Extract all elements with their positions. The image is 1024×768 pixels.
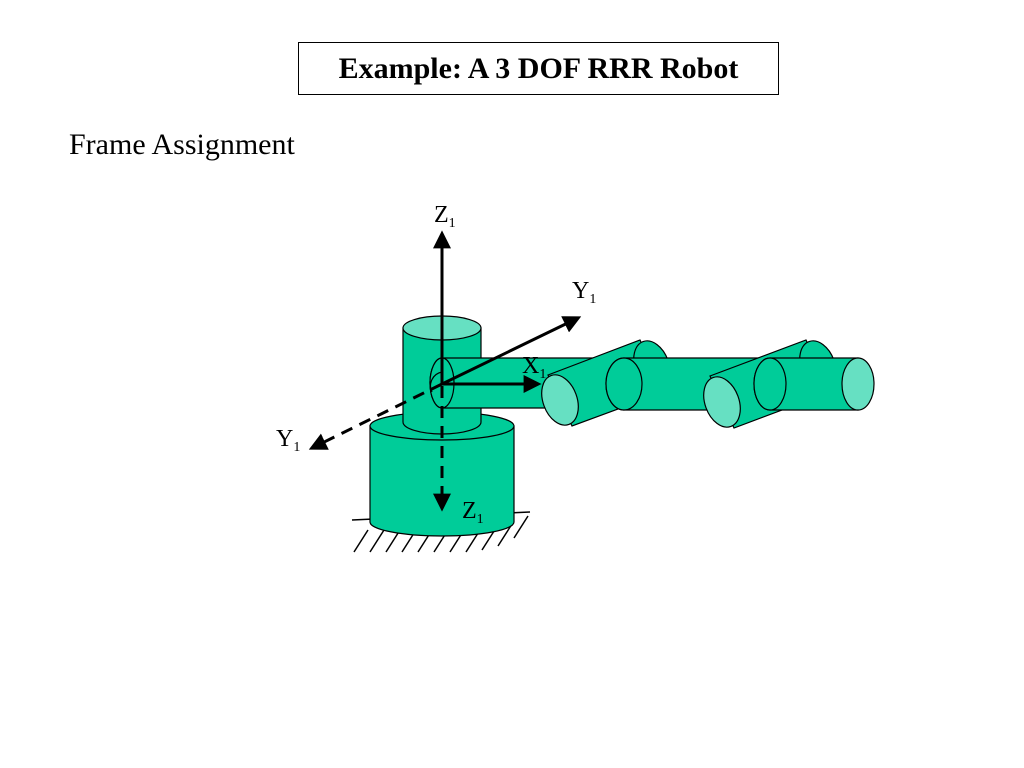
label-x: X1 bbox=[522, 353, 546, 382]
slide-subtitle: Frame Assignment bbox=[69, 128, 295, 161]
end-link bbox=[753, 357, 875, 411]
label-y-upper: Y1 bbox=[572, 278, 596, 307]
y-axis-up bbox=[441, 316, 582, 386]
label-z-bottom: Z1 bbox=[462, 498, 484, 527]
label-z-top: Z1 bbox=[434, 202, 456, 231]
slide-title: Example: A 3 DOF RRR Robot bbox=[298, 42, 779, 95]
shoulder-arc bbox=[429, 371, 443, 393]
y-axis-down-dashed bbox=[308, 382, 443, 450]
label-y-lower: Y1 bbox=[276, 426, 300, 455]
